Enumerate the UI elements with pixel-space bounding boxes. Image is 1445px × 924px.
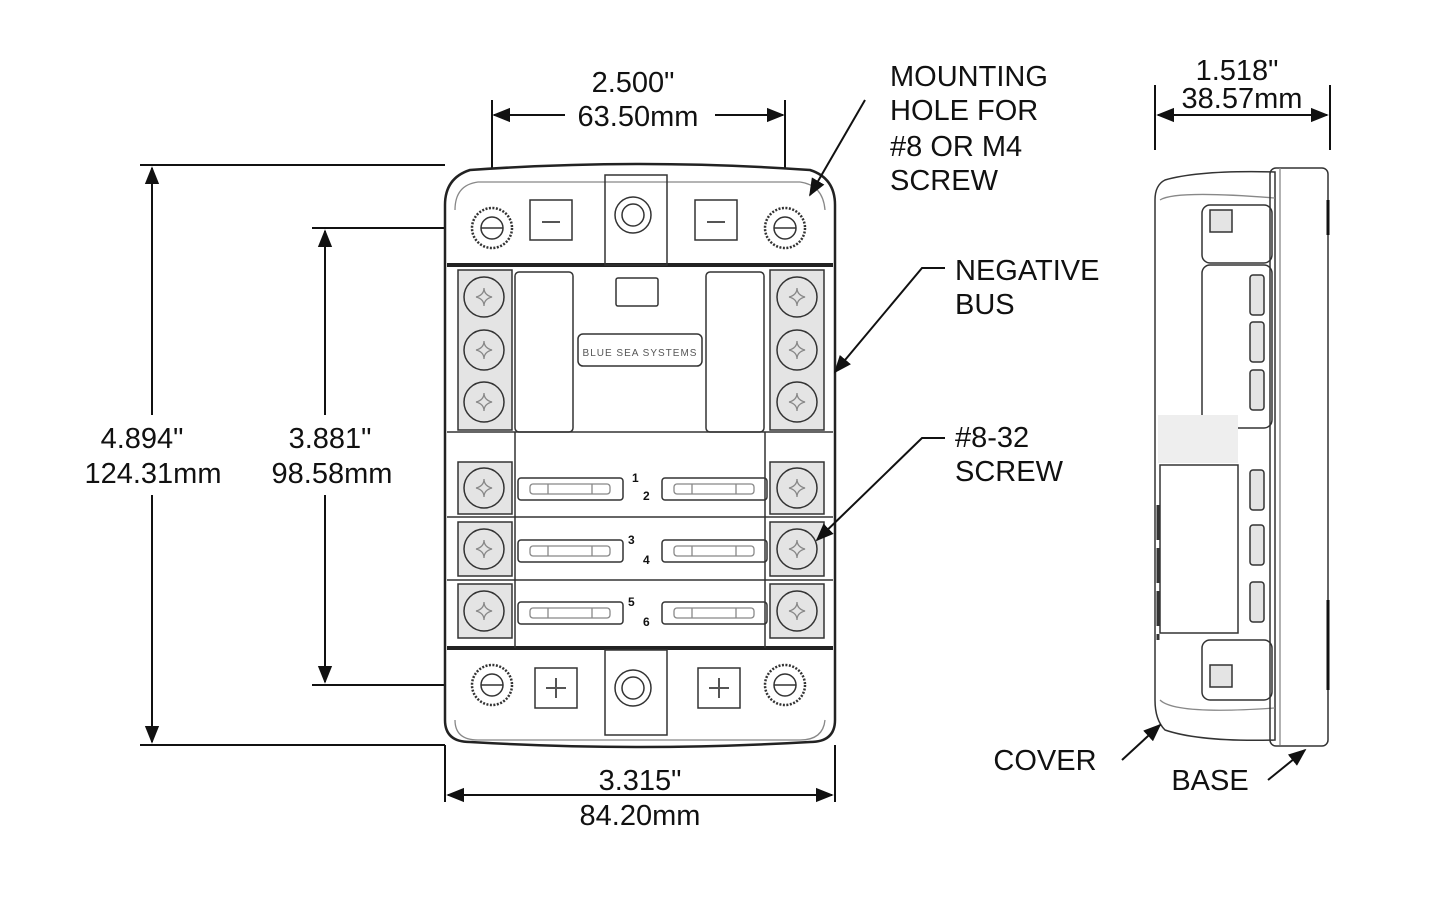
- hole-spacing-vertical-mm: 98.58mm: [272, 458, 393, 490]
- callout-mounting-hole: MOUNTING HOLE FOR #8 OR M4 SCREW: [809, 61, 1048, 197]
- svg-text:BASE: BASE: [1171, 765, 1248, 797]
- fuse-block-side-view: [1154, 167, 1330, 747]
- fuse-number-1: 1: [632, 471, 639, 485]
- callout-base: BASE: [1171, 748, 1307, 797]
- hole-spacing-inches: 2.500": [592, 67, 675, 99]
- overall-height-inches: 4.894": [101, 423, 184, 455]
- svg-text:BUS: BUS: [955, 289, 1015, 321]
- dimension-depth: 1.518" 38.57mm: [1154, 55, 1331, 150]
- dimension-hole-vertical-spacing: 3.881" 98.58mm: [272, 227, 475, 686]
- fuse-number-5: 5: [628, 595, 635, 609]
- fuse-number-6: 6: [643, 615, 650, 629]
- svg-text:#8-32: #8-32: [955, 422, 1029, 454]
- callout-screw: #8-32 SCREW: [815, 422, 1064, 542]
- brand-logo: BLUE SEA SYSTEMS: [577, 333, 703, 367]
- depth-inches: 1.518": [1196, 55, 1279, 87]
- svg-text:#8 OR M4: #8 OR M4: [890, 131, 1022, 163]
- fuse-number-2: 2: [643, 489, 650, 503]
- dimension-overall-width: 3.315" 84.20mm: [444, 745, 836, 832]
- svg-text:HOLE FOR: HOLE FOR: [890, 95, 1038, 127]
- fuse-number-4: 4: [643, 553, 650, 567]
- svg-text:SCREW: SCREW: [955, 456, 1064, 488]
- overall-width-mm: 84.20mm: [580, 800, 701, 832]
- callout-cover: COVER: [993, 723, 1162, 777]
- overall-width-inches: 3.315": [599, 765, 682, 797]
- overall-height-mm: 124.31mm: [84, 458, 221, 490]
- svg-text:COVER: COVER: [993, 745, 1096, 777]
- depth-mm: 38.57mm: [1182, 83, 1303, 115]
- hole-spacing-mm: 63.50mm: [578, 101, 699, 133]
- fuse-number-3: 3: [628, 533, 635, 547]
- dimension-hole-spacing: 2.500" 63.50mm: [491, 67, 786, 235]
- svg-text:NEGATIVE: NEGATIVE: [955, 255, 1100, 287]
- svg-text:MOUNTING: MOUNTING: [890, 61, 1048, 93]
- svg-text:BLUE SEA SYSTEMS: BLUE SEA SYSTEMS: [583, 348, 698, 359]
- hole-spacing-vertical-inches: 3.881": [289, 423, 372, 455]
- dimension-overall-height: 4.894" 124.31mm: [84, 164, 445, 746]
- svg-text:SCREW: SCREW: [890, 165, 999, 197]
- fuse-block-front-view: BLUE SEA SYSTEMS 1 2 3 4 5 6: [443, 162, 837, 749]
- callout-negative-bus: NEGATIVE BUS: [833, 255, 1100, 374]
